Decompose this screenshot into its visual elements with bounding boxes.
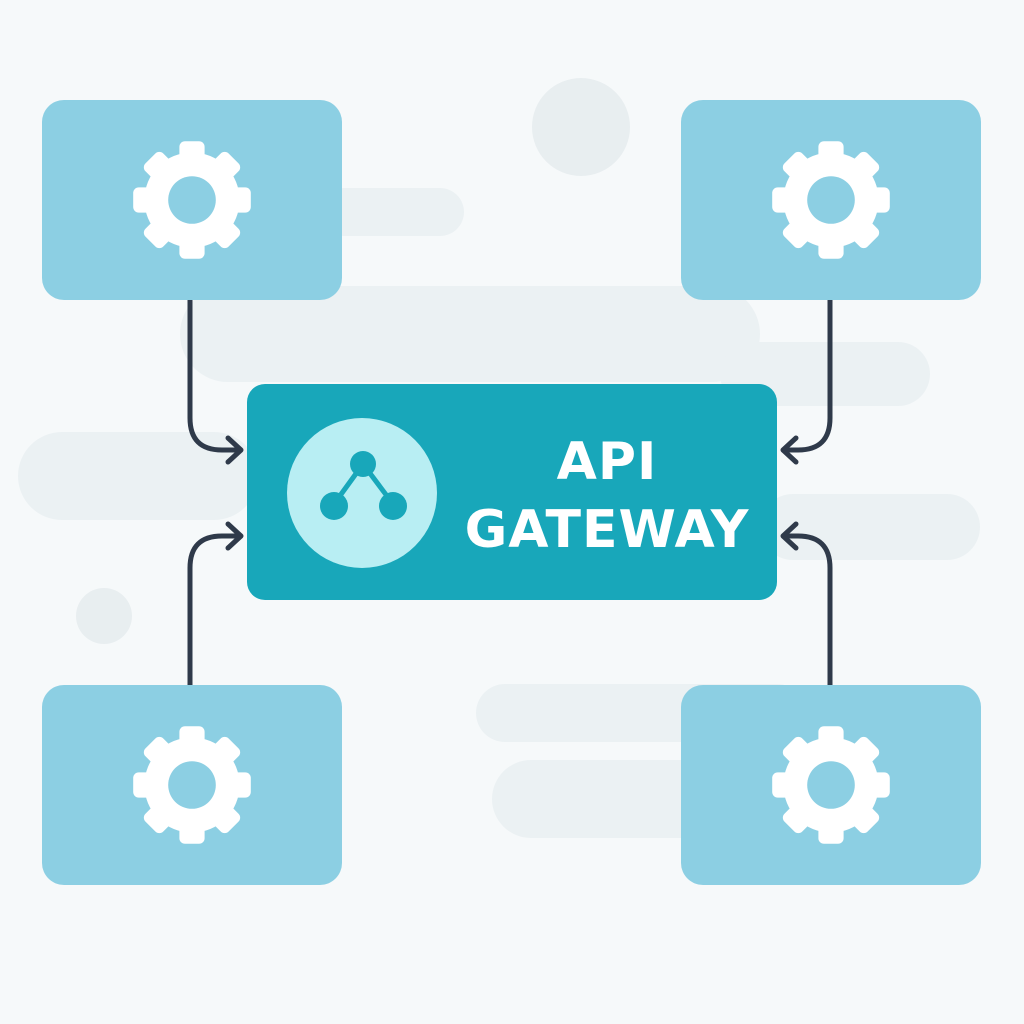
bg-circle-left <box>76 588 132 644</box>
bg-pill-2 <box>180 286 760 382</box>
gear-icon <box>772 141 890 259</box>
gear-icon <box>772 726 890 844</box>
gateway-emblem <box>287 418 437 568</box>
bg-pill-1 <box>320 188 464 236</box>
gateway-title-line-1: API <box>556 432 658 492</box>
bg-pill-5 <box>760 494 980 560</box>
gateway-title-line-2: GATEWAY <box>464 500 750 560</box>
arrowhead-top-right <box>780 435 799 465</box>
arrowhead-bottom-left <box>225 521 244 551</box>
api-gateway-box: API GATEWAY <box>247 384 777 600</box>
gear-icon <box>133 726 251 844</box>
service-box-top-right <box>681 100 981 300</box>
gear-icon <box>133 141 251 259</box>
bg-circle-top <box>532 78 630 176</box>
share-nodes-icon <box>320 451 407 520</box>
connector-bottom-left <box>187 533 243 688</box>
service-box-bottom-left <box>42 685 342 885</box>
service-box-top-left <box>42 100 342 300</box>
bg-pill-4 <box>18 432 258 520</box>
service-box-bottom-right <box>681 685 981 885</box>
